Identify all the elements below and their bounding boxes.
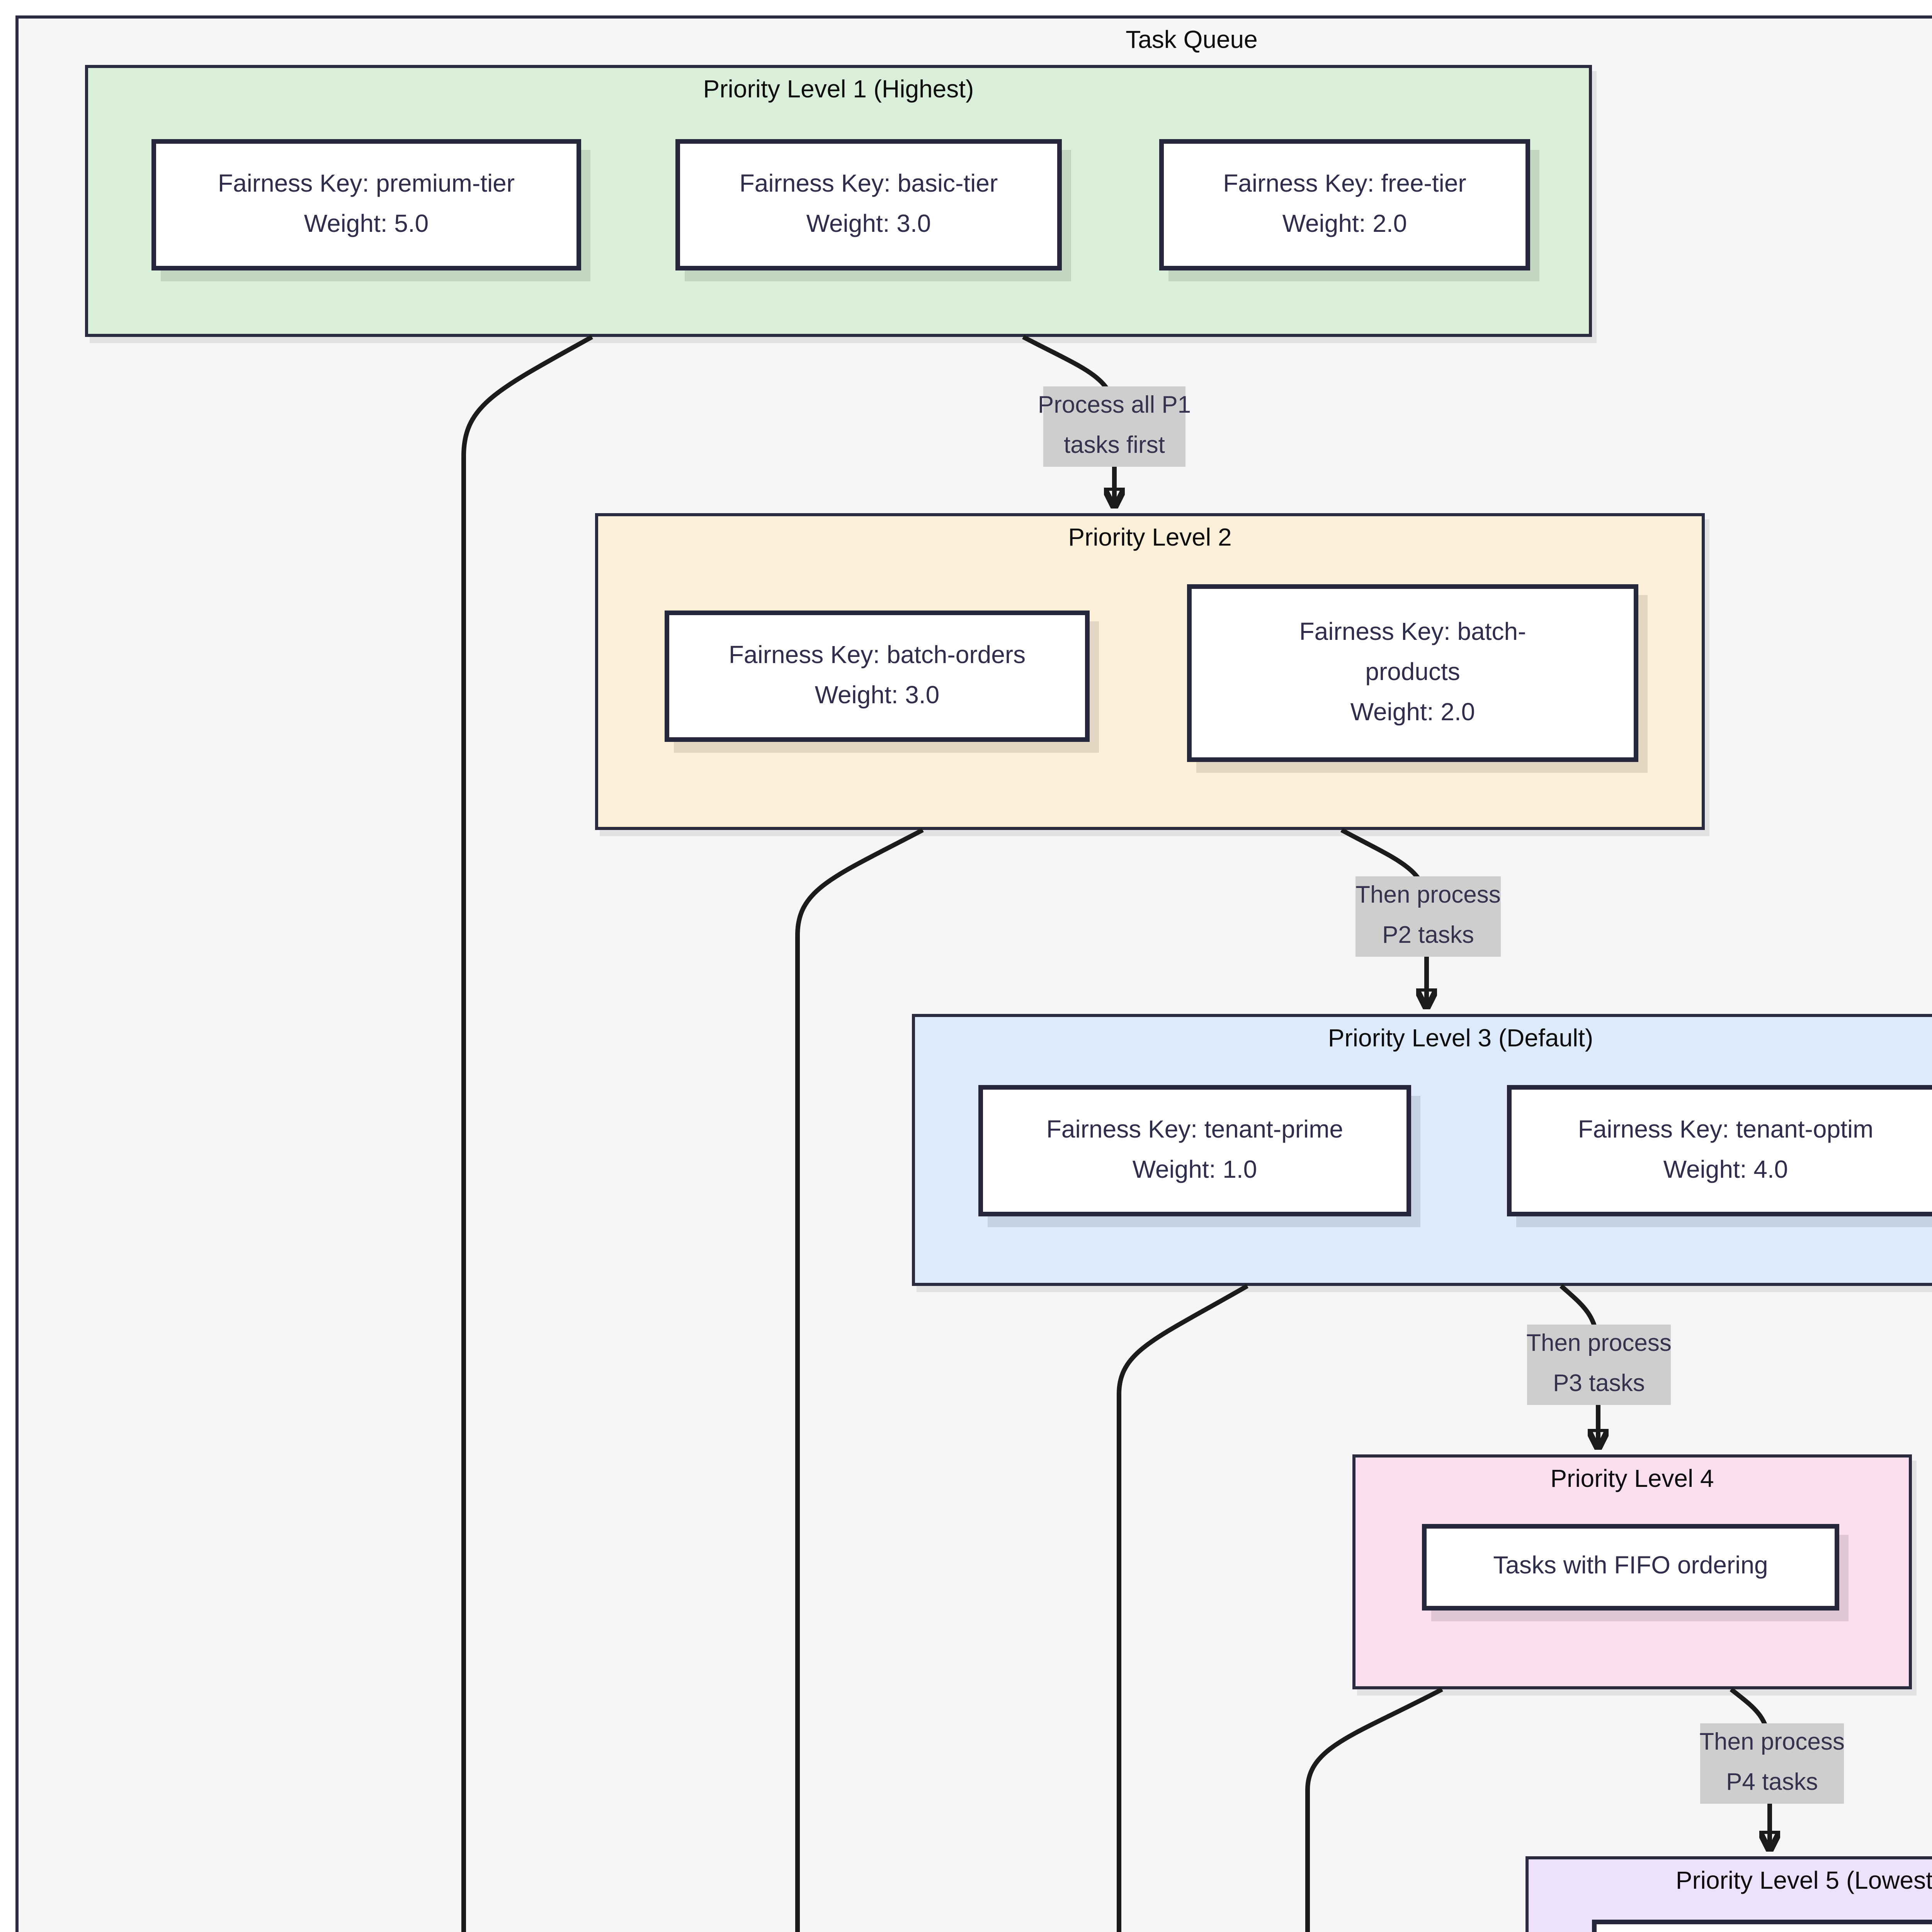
node-line: Weight: 5.0 bbox=[304, 211, 429, 237]
edge-p2-to-workers bbox=[795, 828, 924, 1932]
cluster-priority-4: Priority Level 4 Tasks with FIFO orderin… bbox=[1352, 1454, 1912, 1689]
node-line: Tasks with FIFO ordering bbox=[1493, 1553, 1768, 1580]
cluster-priority-5: Priority Level 5 (Lowest) Tasks with FIF… bbox=[1526, 1856, 1932, 1932]
node-line: Fairness Key: batch- bbox=[1299, 619, 1526, 645]
cluster-priority-1: Priority Level 1 (Highest) Fairness Key:… bbox=[85, 65, 1592, 337]
container-title: Task Queue bbox=[1126, 28, 1258, 54]
node-tenant-optim: Fairness Key: tenant-optim Weight: 4.0 bbox=[1507, 1085, 1932, 1216]
node-line: Fairness Key: batch-orders bbox=[728, 642, 1026, 668]
node-line: Weight: 2.0 bbox=[1282, 211, 1407, 237]
node-free-tier: Fairness Key: free-tier Weight: 2.0 bbox=[1159, 139, 1530, 270]
edge-p3-to-workers bbox=[1117, 1284, 1248, 1932]
node-line: Fairness Key: basic-tier bbox=[739, 171, 998, 197]
node-line: Fairness Key: free-tier bbox=[1223, 171, 1466, 197]
node-line: Fairness Key: premium-tier bbox=[218, 171, 515, 197]
edge-label-line: P4 tasks bbox=[1726, 1770, 1818, 1796]
cluster-priority-3: Priority Level 3 (Default) Fairness Key:… bbox=[912, 1014, 1932, 1286]
edge-label-line: Then process bbox=[1526, 1331, 1672, 1357]
node-line: Weight: 3.0 bbox=[815, 682, 940, 709]
edge-label-line: Then process bbox=[1355, 883, 1501, 909]
node-line: Weight: 3.0 bbox=[806, 211, 931, 237]
node-tenant-prime: Fairness Key: tenant-prime Weight: 1.0 bbox=[978, 1085, 1411, 1216]
edge-label-process-p3: Then process P3 tasks bbox=[1526, 1325, 1672, 1405]
edge-p4-to-workers bbox=[1305, 1687, 1443, 1932]
node-fifo-p5: Tasks with FIFO ordering bbox=[1592, 1920, 1932, 1932]
node-batch-orders: Fairness Key: batch-orders Weight: 3.0 bbox=[665, 611, 1090, 742]
cluster-priority-5-title: Priority Level 5 (Lowest) bbox=[1675, 1869, 1932, 1895]
edge-label-process-p1: Process all P1 tasks first bbox=[1038, 386, 1191, 467]
node-fifo-p4: Tasks with FIFO ordering bbox=[1422, 1524, 1839, 1611]
node-line: Weight: 2.0 bbox=[1350, 699, 1475, 726]
edge-label-line: Then process bbox=[1699, 1730, 1845, 1756]
cluster-priority-1-title: Priority Level 1 (Highest) bbox=[703, 77, 974, 104]
cluster-priority-4-title: Priority Level 4 bbox=[1550, 1467, 1714, 1493]
edge-p1-to-workers bbox=[461, 335, 593, 1932]
edge-label-line: Process all P1 bbox=[1037, 393, 1191, 419]
node-line: products bbox=[1365, 659, 1460, 685]
edge-label-process-p2: Then process P2 tasks bbox=[1355, 876, 1501, 957]
cluster-priority-3-title: Priority Level 3 (Default) bbox=[1328, 1026, 1594, 1053]
cluster-priority-2: Priority Level 2 Fairness Key: batch-ord… bbox=[595, 513, 1705, 830]
node-basic-tier: Fairness Key: basic-tier Weight: 3.0 bbox=[675, 139, 1062, 270]
node-line: Weight: 4.0 bbox=[1663, 1157, 1788, 1183]
node-line: Fairness Key: tenant-prime bbox=[1046, 1117, 1344, 1143]
node-batch-products: Fairness Key: batch- products Weight: 2.… bbox=[1187, 584, 1638, 762]
edge-label-line: tasks first bbox=[1064, 433, 1165, 459]
edge-label-process-p4: Then process P4 tasks bbox=[1699, 1723, 1845, 1804]
node-line: Weight: 1.0 bbox=[1132, 1157, 1257, 1183]
edge-label-line: P3 tasks bbox=[1553, 1371, 1645, 1397]
node-line: Fairness Key: tenant-optim bbox=[1578, 1117, 1874, 1143]
node-premium-tier: Fairness Key: premium-tier Weight: 5.0 bbox=[151, 139, 581, 270]
edge-label-line: P2 tasks bbox=[1382, 923, 1474, 949]
cluster-priority-2-title: Priority Level 2 bbox=[1068, 526, 1232, 552]
